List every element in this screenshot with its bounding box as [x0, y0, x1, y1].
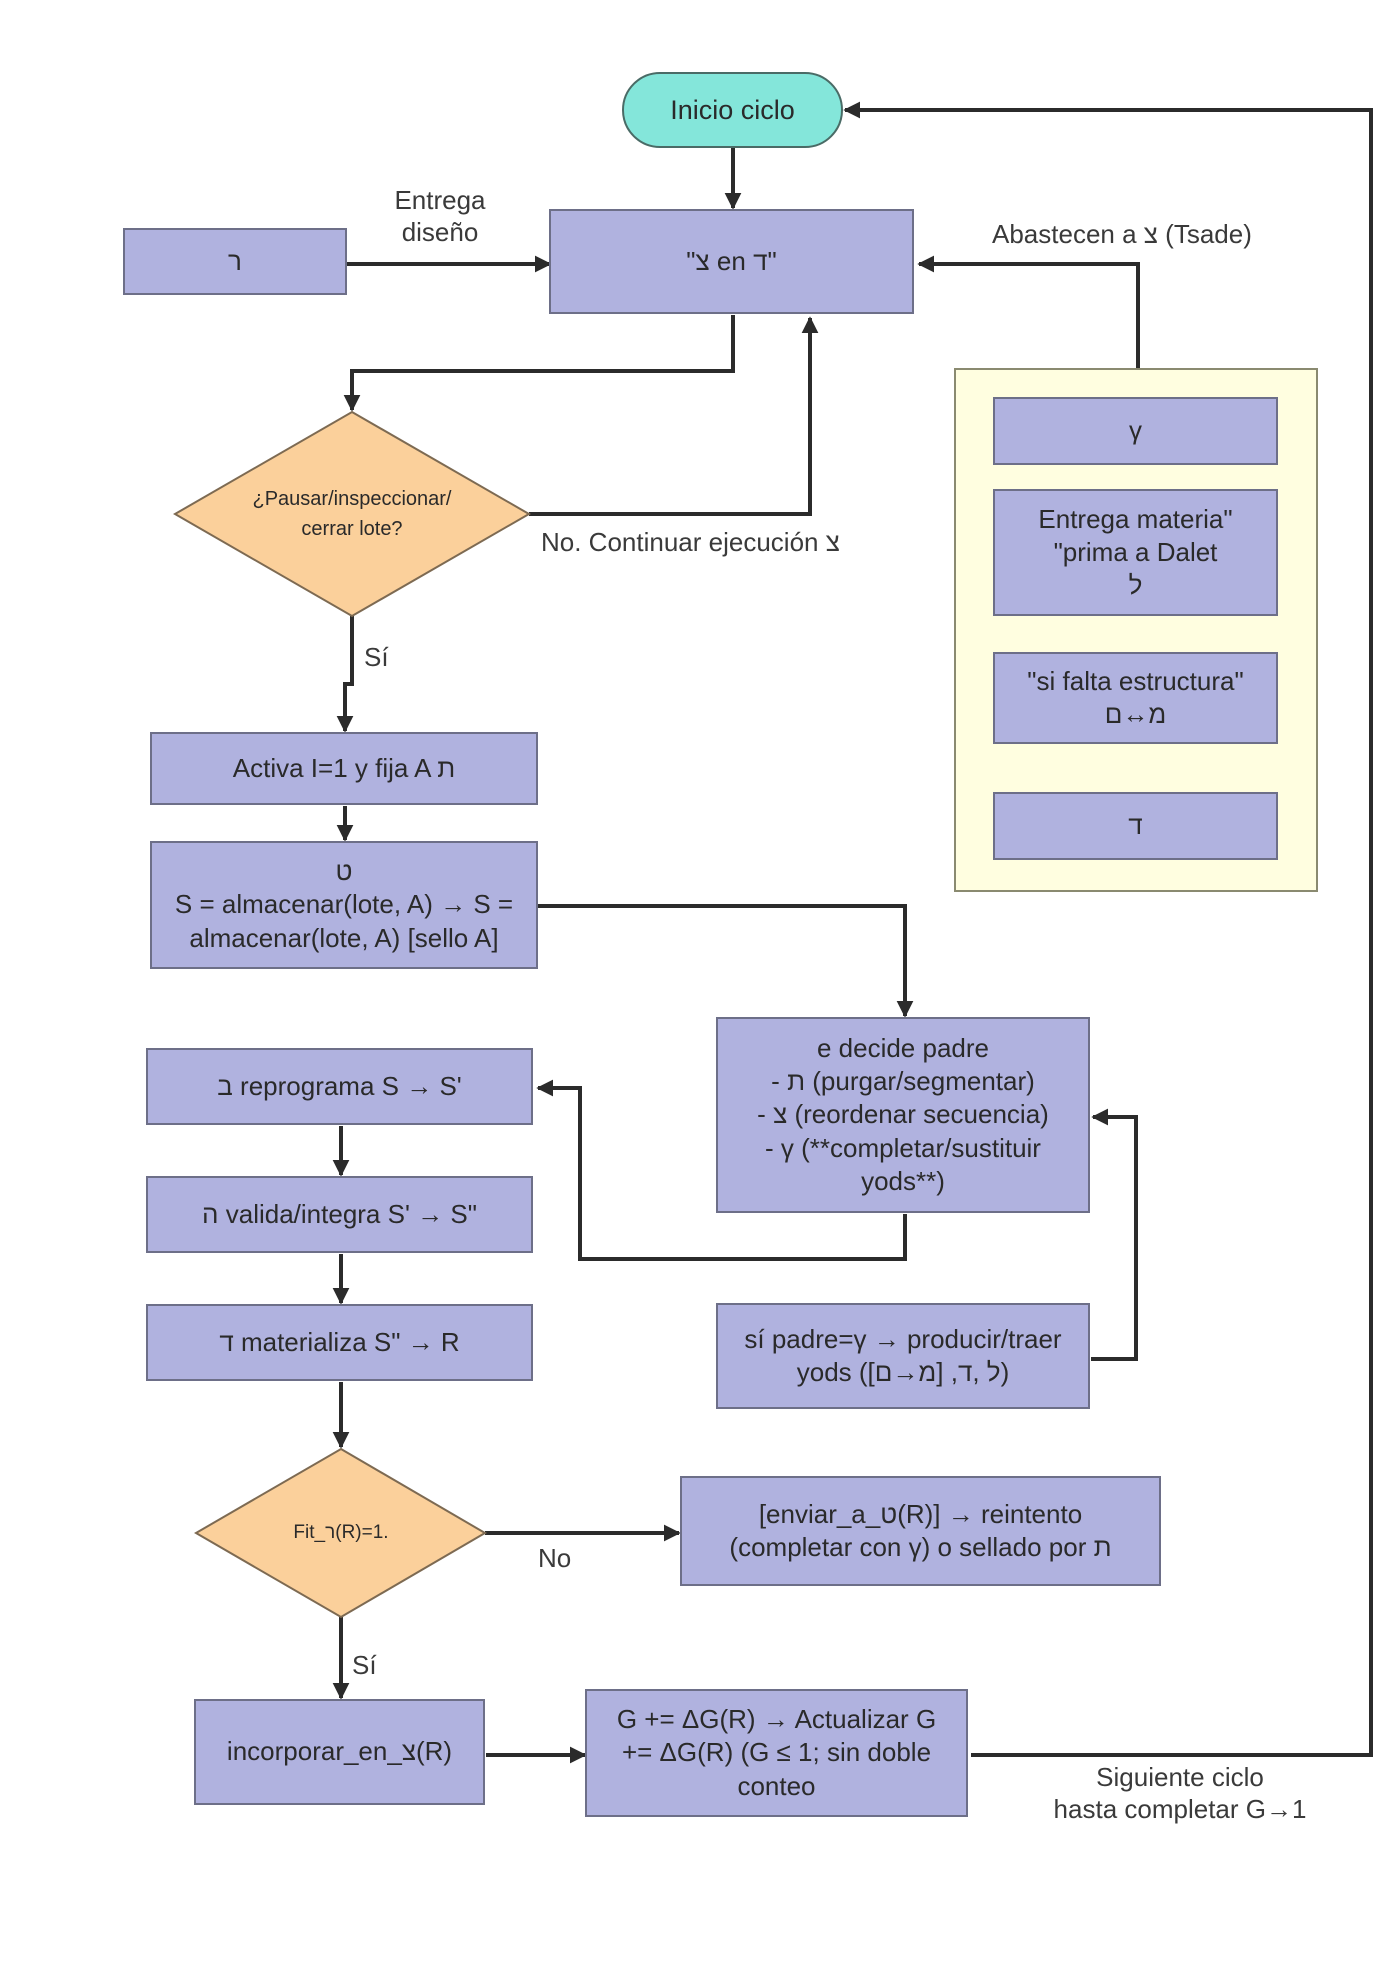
validate-box: ה valida/integra S' → S": [146, 1176, 533, 1253]
update-g-box: G += ΔG(R) → Actualizar G += ΔG(R) (G ≤ …: [585, 1689, 968, 1817]
panel-gamma-box: γ: [993, 397, 1278, 465]
fit-check-text: Fit_ר(R)=1.: [293, 1521, 389, 1543]
panel-prima-box: Entrega materia" "prima a Dalet ל: [993, 489, 1278, 616]
decision-pause-shape: [172, 410, 532, 618]
father-gamma-box: sí padre=γ → producir/traer yods ([מ→ם] …: [716, 1303, 1090, 1409]
arrow-update-loop-to-start: [843, 101, 1373, 1757]
label-abastecen: Abastecen a צ (Tsade): [992, 219, 1252, 249]
tsade-in-dalet-box: "צ en ד": [549, 209, 914, 314]
materialize-box: ד materializa S" → R: [146, 1304, 533, 1381]
incorporate-box: incorporar_en_צ(R): [194, 1699, 485, 1805]
label-no-continuar: No. Continuar ejecución צ: [541, 527, 840, 557]
label-si-2: Sí: [352, 1650, 377, 1680]
arrow-tsade-to-decision: [343, 315, 735, 412]
label-no-fit: No: [538, 1543, 572, 1573]
label-si-1: Sí: [364, 642, 389, 672]
label-entrega-diseno: Entrega diseño: [394, 185, 486, 247]
activate-box: Activa I=1 y fija A ת: [150, 732, 538, 805]
panel-structure-box: "si falta estructura" מ↔ם: [993, 652, 1278, 744]
decision-pause-text: ¿Pausar/inspeccionar/ cerrar lote?: [252, 488, 452, 540]
panel-dalet-box: ד: [993, 792, 1278, 860]
arrow-decision-yes: [336, 616, 354, 733]
arrow-gamma-to-father: [1091, 1108, 1138, 1361]
send-retry-box: [enviar_a_ט(R)] → reintento (completar c…: [680, 1476, 1161, 1586]
arrow-decision-no-loop: [529, 316, 819, 516]
start-node: Inicio ciclo: [622, 72, 843, 148]
arrow-father-to-reprogram: [536, 1079, 907, 1261]
father-decides-box: e decide padre - ת (purgar/segmentar) - …: [716, 1017, 1090, 1213]
store-box: ט S = almacenar(lote, A) → S = almacenar…: [150, 841, 538, 969]
arrow-panel-to-tsade: [917, 255, 1140, 369]
decision-fit-shape: [194, 1447, 487, 1619]
reprogram-box: ב reprograma S → S': [146, 1048, 533, 1125]
arrow-store-to-father: [538, 904, 914, 1018]
resh-box: ר: [123, 228, 347, 295]
label-siguiente: Siguiente ciclo hasta completar G→1: [1053, 1762, 1307, 1824]
